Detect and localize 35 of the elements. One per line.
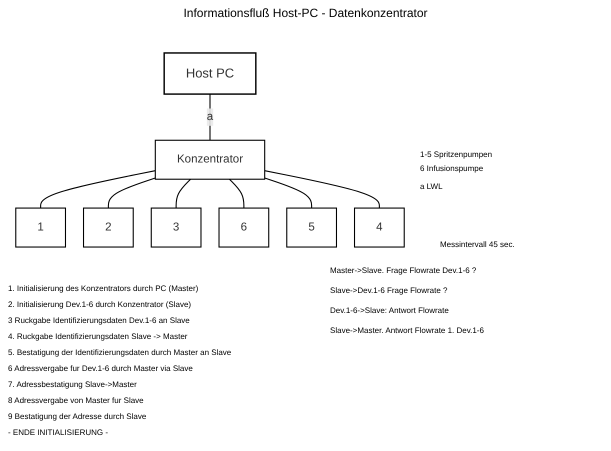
connector (264, 170, 380, 208)
connector (108, 177, 156, 208)
step-text: 4. Ruckgabe Identifizierungsdaten Slave -> Master (8, 332, 188, 341)
node-box: Host PC (163, 52, 257, 95)
node-box: 2 (82, 208, 134, 248)
node-box: 4 (354, 208, 405, 248)
edge-label: a (206, 110, 214, 123)
diagram-title: Informationsfluß Host-PC - Datenkonzentrator (182, 6, 429, 20)
step-text: 5. Bestatigung der Identifizierungsdaten durch Master an Slave (8, 348, 232, 357)
node-box: 3 (150, 208, 202, 248)
connector (40, 170, 156, 208)
step-text: - ENDE INITIALISIERUNG - (8, 428, 108, 437)
node-box: 5 (286, 208, 338, 248)
connector (176, 178, 191, 208)
step-text: 8 Adressvergabe von Master fur Slave (8, 396, 144, 405)
step-text: 3 Ruckgabe Identifizierungsdaten Dev.1-6 an Slave (8, 316, 190, 325)
message-text: Dev.1-6->Slave: Antwort Flowrate (330, 306, 449, 315)
legend-text: a LWL (420, 182, 443, 191)
connector (229, 178, 244, 208)
step-text: 2. Initialisierung Dev.1-6 durch Konzentrator (Slave) (8, 300, 192, 309)
legend-text: 6 Infusionspumpe (420, 164, 484, 173)
step-text: 1. Initialisierung des Konzentrators durch PC (Master) (8, 284, 198, 293)
step-text: 7. Adressbestatigung Slave->Master (8, 380, 137, 389)
node-box: Konzentrator (154, 140, 266, 180)
interval-label: Messintervall 45 sec. (440, 240, 515, 249)
node-box: 6 (218, 208, 270, 248)
message-text: Slave->Master. Antwort Flowrate 1. Dev.1-6 (330, 326, 484, 335)
message-text: Master->Slave. Frage Flowrate Dev.1-6 ? (330, 266, 476, 275)
node-box: 1 (15, 208, 66, 248)
step-text: 9 Bestatigung der Adresse durch Slave (8, 412, 146, 421)
legend-text: 1-5 Spritzenpumpen (420, 150, 492, 159)
step-text: 6 Adressvergabe fur Dev.1-6 durch Master via Slave (8, 364, 193, 373)
connector (264, 177, 312, 208)
message-text: Slave->Dev.1-6 Frage Flowrate ? (330, 286, 448, 295)
connector (209, 94, 211, 140)
